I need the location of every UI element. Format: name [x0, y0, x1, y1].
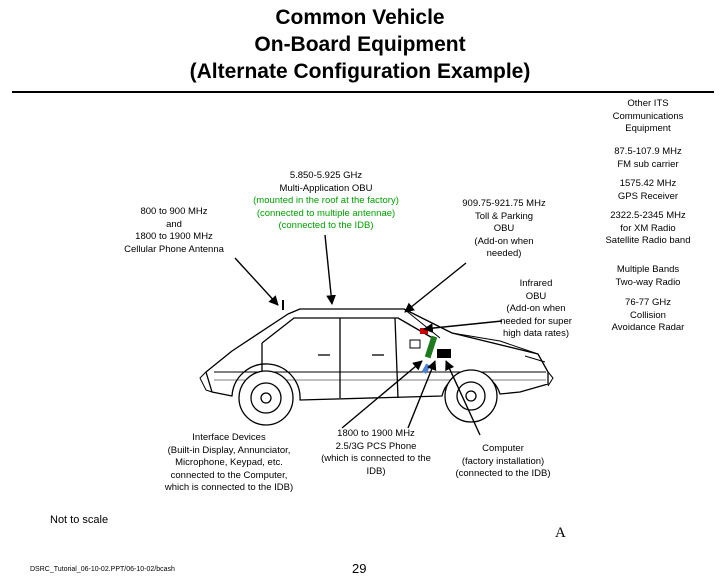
- toll-obu-icon: [424, 335, 438, 359]
- label-line: Cellular Phone Antenna: [124, 243, 224, 255]
- arrow-interface: [341, 360, 423, 429]
- dsrc-obu-label: 5.850-5.925 GHz Multi-Application OBU (m…: [236, 170, 416, 233]
- label-line: 1800 to 1900 MHz: [135, 231, 213, 242]
- label-line: FM sub carrier: [617, 158, 679, 170]
- label-line: 2322.5-2345 MHz: [610, 210, 686, 221]
- label-line: Equipment: [625, 123, 671, 134]
- label-line: Communications: [612, 110, 684, 122]
- label-line: (Add-on when: [474, 235, 534, 247]
- page-number: 29: [352, 561, 367, 576]
- car-wheels: [238, 369, 498, 426]
- label-line: Other ITS: [627, 98, 669, 109]
- label-line: GPS Receiver: [617, 190, 679, 202]
- label-line: for XM Radio: [620, 222, 676, 234]
- label-line: (connected to the IDB): [278, 220, 374, 231]
- label-line: and: [166, 218, 182, 230]
- label-line: Toll & Parking: [474, 210, 534, 222]
- other-its-label: Other ITS Communications Equipment: [604, 98, 692, 136]
- title-divider: [12, 91, 714, 93]
- label-line: Infrared: [519, 278, 553, 289]
- slide-mark: A: [555, 525, 566, 541]
- label-line: Collision: [630, 309, 666, 321]
- pointer-arrows: [234, 234, 503, 436]
- label-line: Satellite Radio band: [605, 235, 691, 246]
- label-line: Interface Devices: [192, 432, 266, 443]
- page-title: Common Vehicle On-Board Equipment (Alter…: [0, 4, 720, 85]
- arrow-cellular: [234, 257, 279, 306]
- interface-devices-label: Interface Devices (Built-in Display, Ann…: [146, 432, 312, 495]
- collision-radar-label: 76-77 GHz Collision Avoidance Radar: [600, 297, 696, 335]
- label-line: Avoidance Radar: [611, 322, 685, 333]
- label-line: which is connected to the IDB): [164, 482, 294, 493]
- label-line: IDB): [366, 465, 386, 477]
- label-line: connected to the Computer,: [170, 469, 288, 481]
- label-line: 800 to 900 MHz: [140, 206, 208, 217]
- label-line: 5.850-5.925 GHz: [289, 170, 363, 181]
- label-line: (mounted in the roof at the factory): [253, 195, 399, 206]
- computer-label: Computer (factory installation) (connect…: [442, 443, 564, 481]
- label-line: Multi-Application OBU: [279, 182, 373, 194]
- arrow-computer: [445, 360, 481, 436]
- arrow-infrared: [423, 320, 503, 333]
- pcs-phone-icon: [437, 349, 451, 358]
- fm-subcarrier-label: 87.5-107.9 MHz FM sub carrier: [600, 146, 696, 171]
- arrow-toll: [404, 262, 467, 313]
- label-line: needed): [486, 248, 522, 259]
- label-line: 909.75-921.75 MHz: [462, 198, 546, 209]
- label-line: (factory installation): [461, 455, 545, 467]
- label-line: (Built-in Display, Annunciator,: [167, 444, 291, 456]
- arrow-dsrc: [324, 234, 336, 305]
- label-line: Microphone, Keypad, etc.: [175, 457, 283, 468]
- gps-receiver-label: 1575.42 MHz GPS Receiver: [600, 178, 696, 203]
- label-line: OBU: [525, 290, 547, 302]
- label-line: needed for super: [500, 315, 572, 327]
- label-line: 76-77 GHz: [625, 297, 671, 308]
- title-line: Common Vehicle: [275, 6, 445, 29]
- xm-radio-label: 2322.5-2345 MHz for XM Radio Satellite R…: [596, 210, 700, 248]
- label-line: Computer: [482, 443, 524, 454]
- label-line: 1800 to 1900 MHz: [337, 428, 415, 439]
- infrared-obu-label: Infrared OBU (Add-on when needed for sup…: [492, 278, 580, 341]
- label-line: 2.5/3G PCS Phone: [335, 440, 417, 452]
- label-line: Multiple Bands: [616, 264, 680, 275]
- cellular-antenna-label: 800 to 900 MHz and 1800 to 1900 MHz Cell…: [112, 206, 236, 256]
- label-line: (connected to the IDB): [455, 468, 551, 479]
- label-line: (which is connected to the: [321, 453, 431, 464]
- label-line: (connected to multiple antennae): [256, 207, 396, 219]
- arrow-pcs: [407, 360, 437, 429]
- title-line: On-Board Equipment: [254, 33, 466, 56]
- title-line: (Alternate Configuration Example): [189, 60, 531, 83]
- label-line: high data rates): [502, 328, 569, 339]
- file-reference: DSRC_Tutorial_06-10-02.PPT/06-10-02/bcas…: [30, 566, 175, 573]
- label-line: (Add-on when: [506, 303, 566, 314]
- pcs-phone-label: 1800 to 1900 MHz 2.5/3G PCS Phone (which…: [302, 428, 450, 478]
- label-line: Two-way Radio: [615, 276, 681, 288]
- label-line: 87.5-107.9 MHz: [614, 146, 682, 157]
- label-line: 1575.42 MHz: [619, 178, 677, 189]
- toll-parking-obu-label: 909.75-921.75 MHz Toll & Parking OBU (Ad…: [452, 198, 556, 261]
- scale-note: Not to scale: [50, 514, 109, 526]
- label-line: OBU: [493, 223, 515, 234]
- two-way-radio-label: Multiple Bands Two-way Radio: [600, 264, 696, 289]
